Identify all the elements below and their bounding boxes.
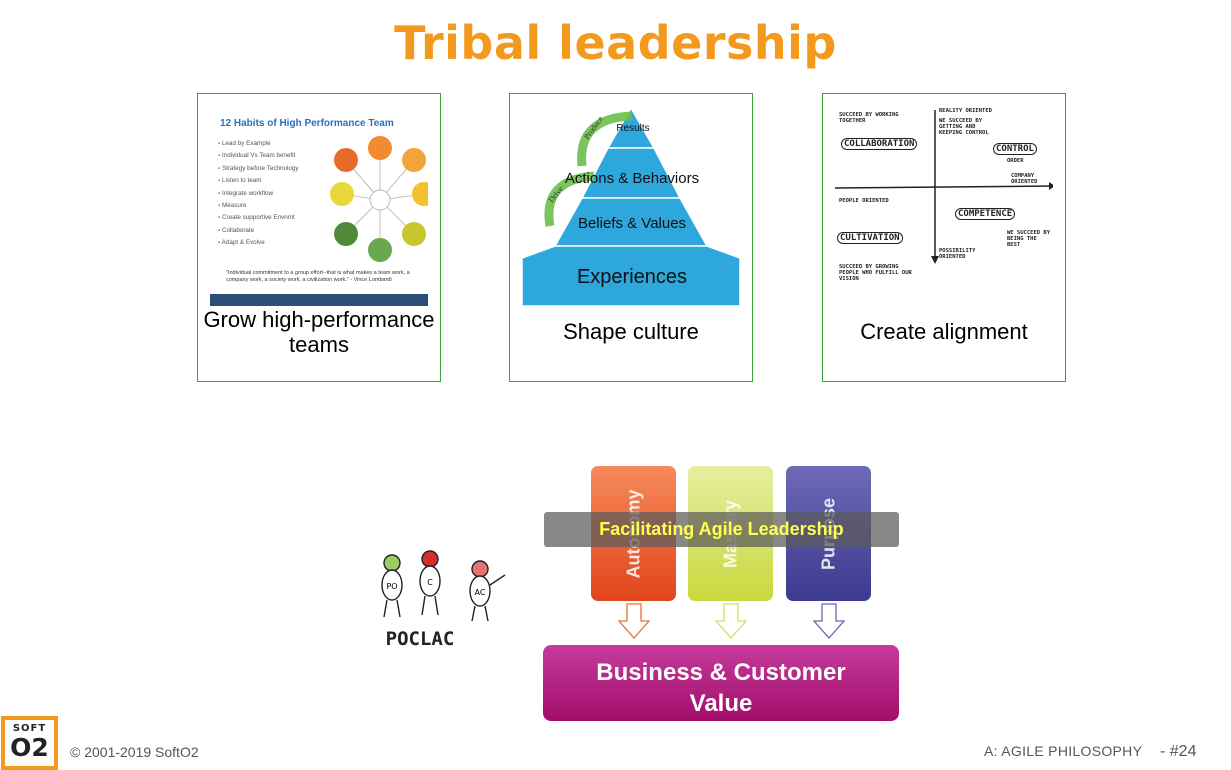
culture-pyramid: Results Actions & Behaviors Beliefs & Va…	[522, 108, 740, 306]
card-shape-culture: Results Actions & Behaviors Beliefs & Va…	[509, 93, 753, 382]
habits-heading: 12 Habits of High Performance Team	[220, 118, 394, 129]
logo-text-bottom: O2	[10, 733, 49, 762]
logo-text-top: SOFT	[12, 723, 47, 734]
down-arrow-icon	[715, 603, 747, 639]
figure-label-ac: AC	[475, 588, 486, 597]
card-high-performance-teams: 12 Habits of High Performance Team Lead …	[197, 93, 441, 382]
slide-title: Tribal leadership	[394, 16, 837, 70]
pyramid-level-experiences: Experiences	[577, 266, 687, 288]
culture-pyramid-thumbnail: Results Actions & Behaviors Beliefs & Va…	[522, 108, 740, 306]
sketch-note: WE SUCCEED BY GETTING AND KEEPING CONTRO…	[939, 118, 989, 136]
figure-label-po: PO	[386, 582, 397, 591]
card-caption: Create alignment	[860, 319, 1028, 344]
sketch-note: SUCCEED BY WORKING TOGETHER	[839, 112, 899, 124]
habit-item: Listen to team	[218, 175, 299, 187]
down-arrow-icon	[618, 603, 650, 639]
pyramid-level-beliefs: Beliefs & Values	[578, 215, 686, 232]
quadrant-cultivation: CULTIVATION	[837, 232, 903, 244]
habit-item: Create supportive Envnmt	[218, 212, 299, 224]
habits-thumbnail: 12 Habits of High Performance Team Lead …	[210, 108, 428, 306]
quadrant-collaboration: COLLABORATION	[841, 138, 918, 150]
business-customer-value-box: Business & Customer Value	[543, 645, 899, 721]
figure-label-c: C	[427, 578, 433, 587]
habits-flower-graphic	[330, 136, 428, 262]
poclac-figures-illustration: PO C AC POCLAC	[381, 550, 506, 650]
habit-item: Collaborate	[218, 225, 299, 237]
facilitating-leadership-band: Facilitating Agile Leadership	[544, 512, 899, 547]
habit-item: Measure	[218, 200, 299, 212]
pyramid-level-actions: Actions & Behaviors	[565, 170, 699, 187]
value-line-1: Business & Customer	[596, 659, 846, 686]
quadrant-axes	[835, 110, 1053, 264]
card-create-alignment: COLLABORATION CONTROL CULTIVATION COMPET…	[822, 93, 1066, 382]
card-caption: Grow high-performance teams	[203, 307, 435, 357]
section-label: A: AGILE PHILOSOPHY	[984, 743, 1143, 759]
sketch-note: SUCCEED BY GROWING PEOPLE WHO FULFILL OU…	[839, 264, 912, 282]
page-number: - #24	[1160, 743, 1197, 760]
habit-item: Lead by Example	[218, 138, 299, 150]
pyramid-level-results: Results	[616, 123, 649, 134]
habits-list: Lead by Example Individual Vs Team benef…	[218, 138, 299, 250]
sketch-note: WE SUCCEED BY BEING THE BEST	[1007, 230, 1051, 248]
sketch-note: COMPANY ORIENTED	[1011, 173, 1038, 185]
quadrant-competence: COMPETENCE	[955, 208, 1016, 220]
down-arrow-icon	[813, 603, 845, 639]
habit-item: Individual Vs Team benefit	[218, 150, 299, 162]
card-caption: Shape culture	[563, 319, 699, 344]
quadrant-control: CONTROL	[993, 143, 1037, 155]
habit-item: Adapt & Evolve	[218, 237, 299, 249]
copyright-text: © 2001-2019 SoftO2	[70, 744, 199, 760]
habits-quote: "Individual commitment to a group effort…	[226, 270, 410, 283]
sketch-note: POSSIBILITY ORIENTED	[939, 248, 976, 260]
sketch-note: ORDER	[1007, 158, 1024, 164]
sketch-note: PEOPLE ORIENTED	[839, 198, 889, 204]
softo2-logo: SOFT O2	[1, 716, 58, 770]
value-line-2: Value	[689, 690, 753, 717]
habit-item: Strategy before Technology	[218, 163, 299, 175]
poclac-caption: POCLAC	[386, 628, 455, 650]
sketch-note: REALITY ORIENTED	[939, 108, 992, 114]
culture-quadrant-sketch: COLLABORATION CONTROL CULTIVATION COMPET…	[835, 108, 1053, 306]
habit-item: Integrate workflow	[218, 188, 299, 200]
band-label: Facilitating Agile Leadership	[599, 519, 844, 539]
